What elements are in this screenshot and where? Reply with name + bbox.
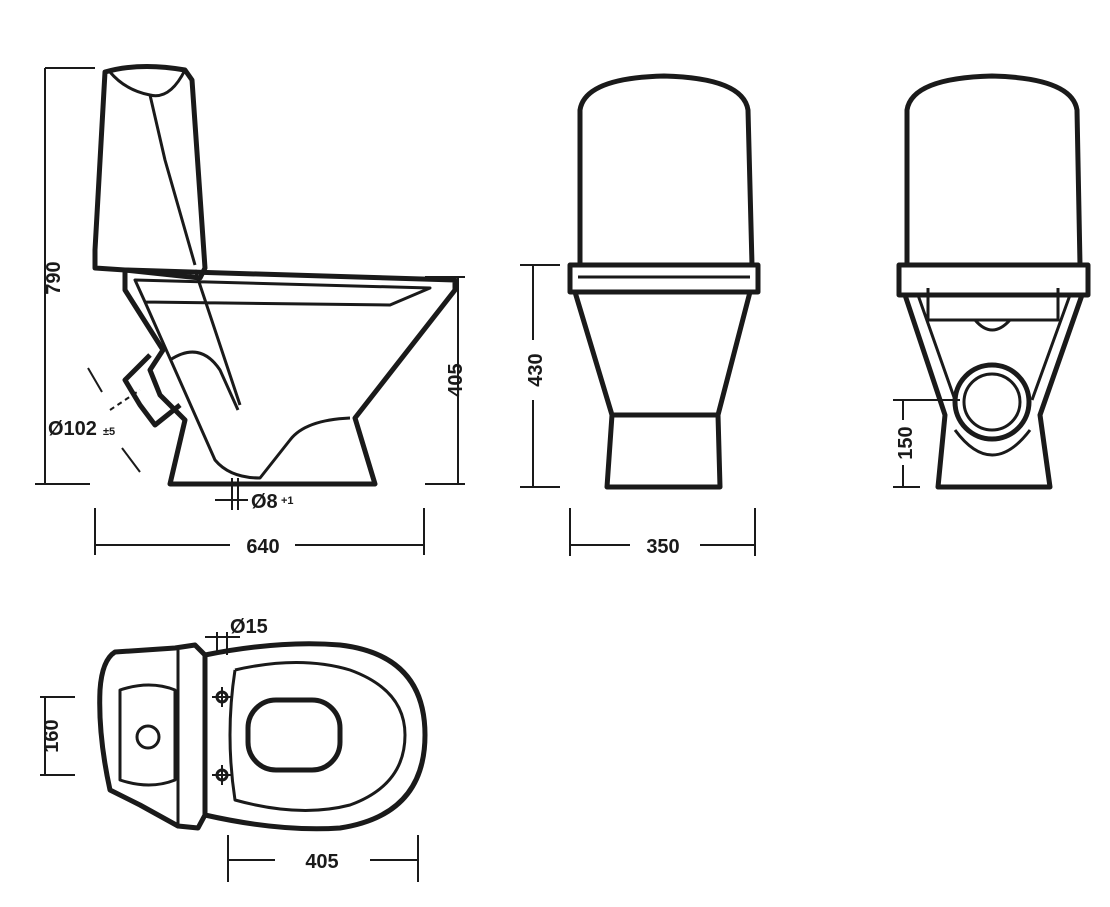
dim-outlet-diameter: Ø102: [48, 418, 97, 440]
back-tank: [904, 73, 1083, 268]
dim-fixing-diameter: Ø8: [251, 491, 278, 513]
back-outlet: [952, 362, 1032, 442]
side-bowl-inner: [133, 269, 432, 480]
dim-fixing-tolerance: +1: [281, 495, 294, 507]
side-outlet: [122, 353, 182, 428]
dim-outlet-height: 150: [895, 426, 917, 459]
back-view: 150: [893, 73, 1091, 490]
side-tank-detail: [108, 69, 197, 266]
top-tank: [97, 642, 208, 831]
fixing-hole-bottom: [212, 765, 232, 785]
front-rim: [567, 262, 761, 295]
front-view: 430 350: [520, 73, 761, 558]
dim-length: 640: [246, 536, 279, 558]
front-pedestal: [572, 291, 753, 490]
fixing-hole-top: [212, 687, 232, 707]
side-view: 790 405 640 Ø102 ±5 Ø8 +1: [35, 63, 467, 558]
top-view: Ø15 160 405: [40, 616, 428, 882]
back-body: [902, 294, 1085, 490]
dim-width: 350: [646, 536, 679, 558]
dim-hole-spacing: 160: [41, 719, 63, 752]
dim-hole-diameter: Ø15: [230, 616, 268, 638]
dim-bowl-height: 405: [445, 363, 467, 396]
top-bowl: [204, 641, 428, 832]
dim-total-height: 790: [43, 261, 65, 294]
front-tank: [577, 73, 755, 268]
dim-hole-to-front: 405: [305, 851, 338, 873]
dim-outlet-tolerance: ±5: [103, 426, 115, 438]
top-seat-opening: [245, 697, 343, 773]
back-rim: [896, 262, 1091, 298]
side-bowl: [122, 267, 458, 487]
dim-rim-height: 430: [525, 353, 547, 386]
